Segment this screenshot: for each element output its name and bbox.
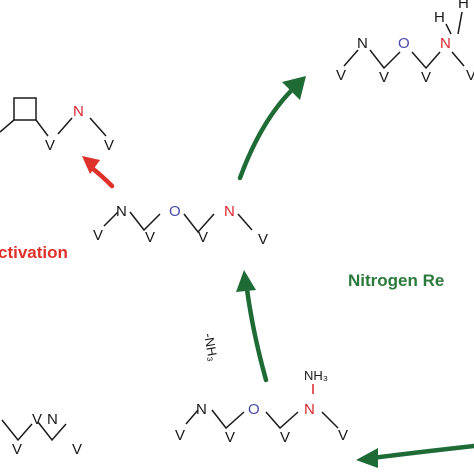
atom-h: H (434, 9, 445, 26)
atom-v: V (421, 69, 431, 86)
structure-top-left: V N V (0, 97, 114, 154)
atom-h: H (458, 0, 469, 12)
nh3-label: NH₃ (304, 368, 328, 383)
structure-bottom-left: V V N V (1, 411, 82, 458)
atom-n-red: N (440, 35, 451, 52)
structure-bottom-right: V N V O V N V NH₃ (175, 368, 348, 446)
atom-v: V (280, 429, 290, 446)
minus-nh3-label: -NH₃ (201, 332, 221, 363)
atom-n: N (116, 203, 127, 220)
atom-v: V (258, 231, 268, 248)
atom-o: O (398, 35, 410, 52)
activation-label: ctivation (0, 243, 68, 262)
atom-n: N (357, 35, 368, 52)
green-arrow-upper (237, 76, 306, 181)
atom-n-red: N (304, 401, 315, 418)
atom-v: V (104, 137, 114, 154)
atom-v: V (198, 229, 208, 246)
activation-arrow (82, 156, 115, 189)
atom-v: V (338, 427, 348, 444)
green-arrow-lower (236, 270, 269, 383)
atom-v: V (93, 227, 103, 244)
atom-o: O (169, 203, 181, 220)
atom-n: N (47, 411, 58, 428)
atom-v: V (145, 229, 155, 246)
atom-v: V (72, 441, 82, 458)
atom-n-red: N (73, 103, 84, 120)
atom-v: V (379, 69, 389, 86)
atom-n: N (196, 401, 207, 418)
atom-v: V (45, 137, 55, 154)
atom-n-red: N (224, 203, 235, 220)
green-arrow-bottom (356, 443, 474, 468)
atom-v: V (175, 427, 185, 444)
atom-o: O (248, 401, 260, 418)
structure-top-right: V N V O V N V H H (336, 0, 474, 86)
atom-v: V (32, 411, 42, 428)
atom-v: V (336, 67, 346, 84)
atom-v: V (225, 429, 235, 446)
nitrogen-label: Nitrogen Re (348, 271, 444, 290)
structure-center: V N V O V N V (93, 203, 268, 248)
atom-v: V (466, 67, 474, 84)
atom-v: V (12, 441, 22, 458)
